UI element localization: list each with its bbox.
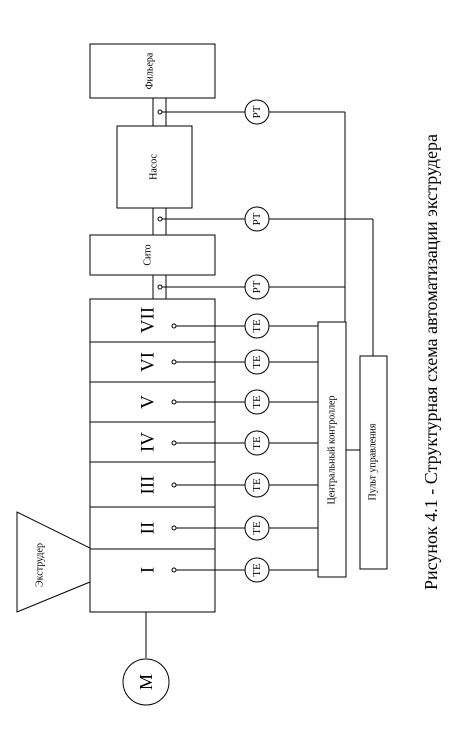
motor-label: М [136,674,156,690]
die-label: Фильера [145,52,156,89]
zone-label: V [138,395,159,409]
extruder-hopper: Экструдер [16,511,91,613]
die-block: Фильера [89,43,216,99]
te-sensor: TE [251,355,263,369]
temperature-sensors: TE TE TE TE TE TE TE [244,313,270,583]
zone-label: I [138,567,159,573]
screen-block: Сито [89,234,216,276]
te-sensor: TE [251,521,263,535]
pressure-sensors: PT PT PT [244,99,270,300]
zone-label: IV [138,432,159,452]
te-sensor: TE [251,395,263,409]
zone-label: II [138,522,159,535]
extruder-label: Экструдер [35,543,46,587]
control-panel: Пульт управления [359,355,388,570]
screen-label: Сито [143,244,154,265]
extruder-zones: I II III IV V VI VII [89,298,216,613]
control-panel-label: Пульт управления [368,423,379,500]
te-sensor: TE [251,436,263,450]
pt-sensor: PT [251,105,263,118]
central-controller: Центральный контроллер [317,321,347,578]
te-sensor: TE [251,563,263,577]
te-sensor: TE [251,478,263,492]
zone-label: VII [138,307,159,333]
motor: М [122,612,170,706]
te-sensor: TE [251,319,263,333]
pump-label: Насос [149,154,160,180]
zone-label: III [138,476,159,495]
pt-sensor: PT [251,212,263,225]
pump-block: Насос [116,125,193,209]
figure-caption: Рисунок 4.1 - Структурная схема автомати… [421,134,441,590]
flow-connectors [152,98,167,299]
central-controller-label: Центральный контроллер [327,396,338,505]
pt-sensor: PT [251,280,263,293]
zone-label: VI [138,352,159,372]
